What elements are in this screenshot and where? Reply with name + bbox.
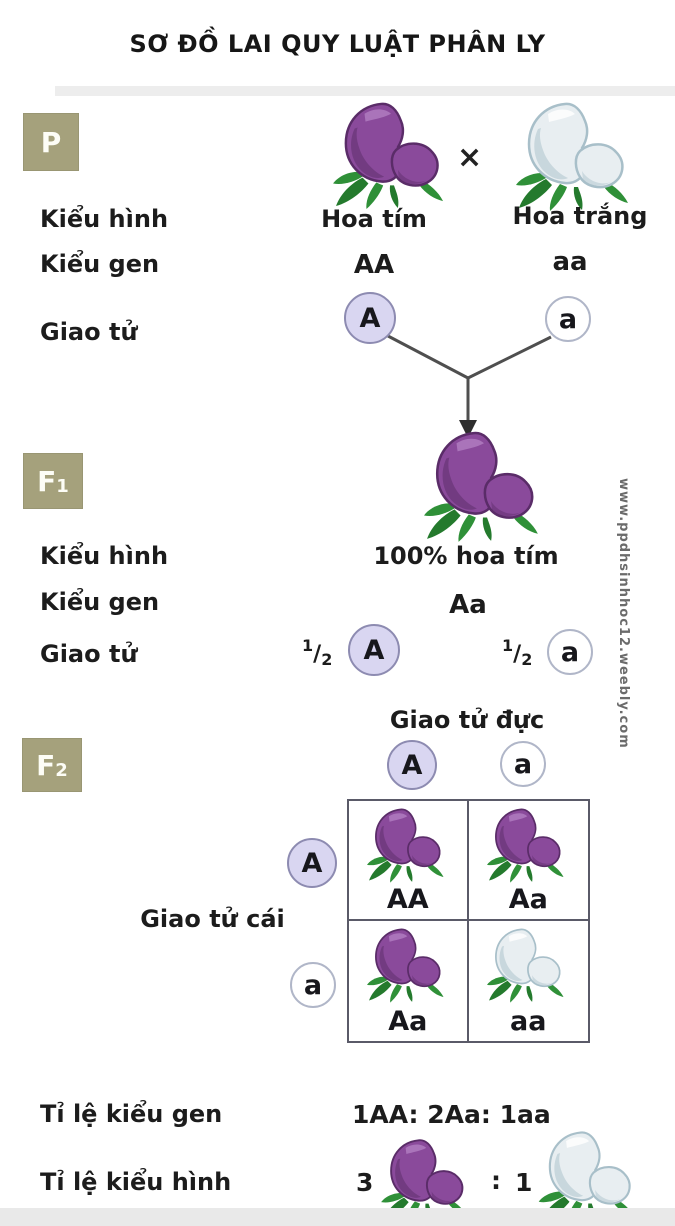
f1-gamete-2-fraction: 1/2 <box>502 636 532 669</box>
generation-box-f1-sub: 1 <box>56 476 69 497</box>
genotype-ratio-label: Tỉ lệ kiểu gen <box>40 1100 223 1128</box>
punnett-cell-AA: AA <box>349 801 469 921</box>
fraction-numerator: 1 <box>502 636 514 655</box>
f1-genotype-row-label: Kiểu gen <box>40 588 160 616</box>
fraction-denominator: 2 <box>521 650 533 669</box>
cell-genotype: Aa <box>388 1006 428 1037</box>
fraction-numerator: 1 <box>302 636 314 655</box>
f1-gamete-circle-a: a <box>547 629 593 675</box>
cell-flower-icon <box>487 809 564 883</box>
f2-col-gamete-circle-A: A <box>387 740 437 790</box>
genotype-ratio-value: 1AA: 2Aa: 1aa <box>352 1100 551 1129</box>
generation-box-f1-label: F <box>37 464 57 498</box>
punnett-cell-Aa-bottom: Aa <box>349 921 469 1041</box>
cell-genotype: Aa <box>508 884 548 915</box>
f1-gamete-1-fraction: 1/2 <box>302 636 332 669</box>
generation-box-f2-sub: 2 <box>55 760 68 781</box>
phenotype-ratio-separator: : <box>491 1166 501 1195</box>
phenotype-ratio-label: Tỉ lệ kiểu hình <box>40 1168 232 1196</box>
punnett-square: AA Aa Aa aa <box>347 799 590 1043</box>
f2-col-gamete-circle-a: a <box>500 741 546 787</box>
p-phenotype-row-label: Kiểu hình <box>40 205 169 233</box>
fraction-slash: / <box>513 642 522 667</box>
generation-box-f2-label: F <box>36 748 56 782</box>
generation-box-p-label: P <box>40 125 62 159</box>
cell-flower-icon <box>366 809 444 883</box>
f2-female-gametes-label: Giao tử cái <box>140 905 285 933</box>
cross-symbol: × <box>457 140 483 175</box>
divider-band-top <box>55 86 675 96</box>
punnett-cell-Aa-top: Aa <box>468 801 588 921</box>
generation-box-p: P <box>23 113 79 171</box>
cell-flower-icon <box>487 929 564 1003</box>
cell-genotype: aa <box>510 1006 547 1037</box>
p-genotype-row-label: Kiểu gen <box>40 250 160 278</box>
watermark-url: www.ppdhsinhhoc12.weebly.com <box>616 478 631 749</box>
p-gamete-circle-a: a <box>545 296 591 342</box>
p-right-phenotype: Hoa trắng <box>512 202 648 230</box>
p-gamete-row-label: Giao tử <box>40 318 138 346</box>
divider-band-bottom <box>0 1208 675 1226</box>
f2-male-gametes-label: Giao tử đực <box>389 706 545 734</box>
f1-phenotype: 100% hoa tím <box>373 542 559 570</box>
f1-gamete-circle-A: A <box>348 624 400 676</box>
f1-phenotype-row-label: Kiểu hình <box>40 542 169 570</box>
fraction-denominator: 2 <box>321 650 333 669</box>
p-left-phenotype: Hoa tím <box>321 205 427 233</box>
phenotype-ratio-purple-count: 3 <box>356 1168 374 1197</box>
f1-flower-icon <box>424 433 538 542</box>
p-left-genotype: AA <box>353 250 395 280</box>
p-right-parent-flower-icon <box>516 103 628 211</box>
f1-gamete-row-label: Giao tử <box>40 640 138 668</box>
p-left-parent-flower-icon <box>333 103 444 209</box>
p-gamete-circle-A: A <box>344 292 396 344</box>
cell-genotype: AA <box>386 884 429 915</box>
fraction-slash: / <box>313 642 322 667</box>
p-right-genotype: aa <box>552 247 588 277</box>
f1-genotype: Aa <box>449 590 487 620</box>
cell-flower-icon <box>366 929 444 1003</box>
f2-row-gamete-circle-a: a <box>290 962 336 1008</box>
page-title: SƠ ĐỒ LAI QUY LUẬT PHÂN LY <box>129 30 546 58</box>
phenotype-ratio-white-count: 1 <box>515 1168 533 1197</box>
f2-row-gamete-circle-A: A <box>287 838 337 888</box>
punnett-cell-aa: aa <box>469 921 589 1041</box>
